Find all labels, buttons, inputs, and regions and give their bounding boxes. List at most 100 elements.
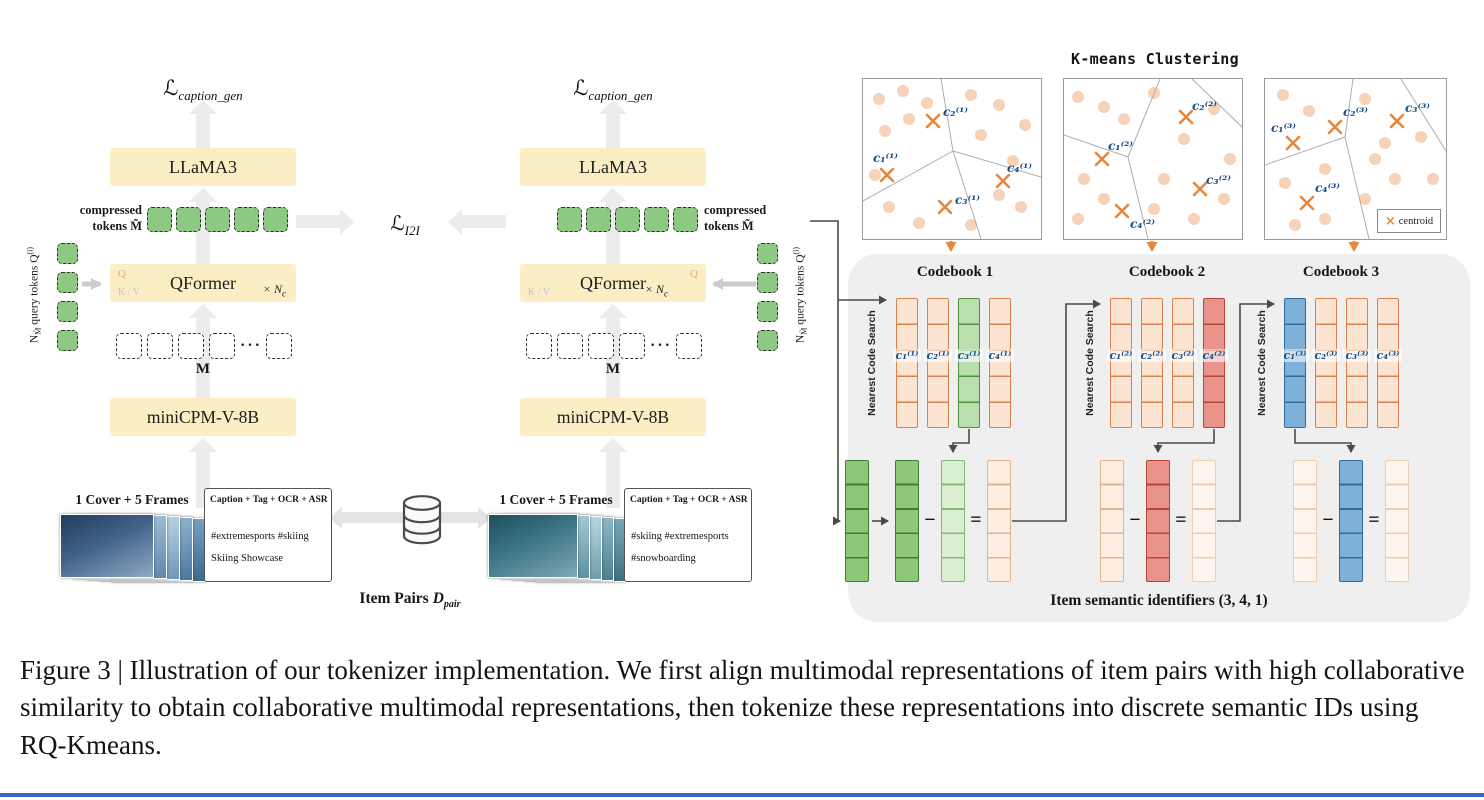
equals-operator: = [1368,508,1380,531]
code-label: c₁⁽²⁾ [1107,349,1135,362]
centroid-label: c₁⁽³⁾ [1271,121,1296,135]
query-n: N [28,334,41,344]
codebook-title-3: Codebook 3 [1302,264,1380,280]
qformer-box-a: Q K / V × Nc QFormer [110,264,296,302]
query-token [757,330,778,351]
equals-operator: = [1175,508,1187,531]
centroid-legend-label: centroid [1398,215,1434,227]
nc-base: × N [262,281,282,296]
stage2-vector [1100,460,1124,582]
centroid-label: c₁⁽²⁾ [1108,139,1133,153]
codebook2-code-3 [1172,298,1194,428]
llama-box-a: LLaMA3 [110,148,296,186]
item-textbox-a: Caption + Tag + OCR + ASR #extremesports… [204,488,332,582]
dataset-symbol: D [432,590,444,607]
loss-subscript: I2I [404,223,420,238]
nc-base: × N [644,281,664,296]
q-label: Q [690,268,698,280]
nearest-code-search-label: Nearest Code Search [1084,310,1096,416]
cluster-points [869,85,1031,231]
flow-arrow-llama-to-loss-b [599,100,627,148]
dashed-token [147,333,173,359]
flow-arrow-llama-to-loss-a [189,100,217,148]
codebook-title-1: Codebook 1 [916,264,994,280]
compressed-token [147,207,172,232]
stage3-residual-vector [1385,460,1409,582]
llama-label: LLaMA3 [579,156,647,177]
query-n-sub: M̃ [799,327,809,335]
query-n-sub: M̃ [33,327,43,335]
codebook3-code-3 [1346,298,1368,428]
compressed-token [673,207,698,232]
codebook3-code-1-selected [1284,298,1306,428]
codebook2-code-4-selected [1203,298,1225,428]
query-sup: (i) [791,246,801,255]
flow-arrow-media-to-encoder-b [599,438,627,508]
query-q: Q [28,254,41,263]
bottom-rule [0,793,1484,797]
loss-subscript: caption_gen [588,88,653,104]
compressed-line1: compressed [704,203,767,217]
item-pairs-text: Item Pairs [359,590,429,607]
textbox-title: Caption + Tag + OCR + ASR [210,495,328,505]
stage1-selected-code-vector [941,460,965,582]
qformer-label: QFormer [580,272,646,293]
database-icon-svg [402,495,442,545]
codebook2-code-1 [1110,298,1132,428]
code-label: c₁⁽³⁾ [1281,349,1309,362]
query-tokens-label-b: NM̃ query tokens Q(i) [791,247,808,343]
centroid-marks [1285,113,1405,211]
nearest-code-search-label: Nearest Code Search [1256,310,1268,416]
dashed-token [588,333,614,359]
query-token [757,272,778,293]
cluster-boundaries [1063,78,1243,240]
video-frame-thumbnail [60,514,154,578]
i2i-arrow-left [296,208,354,235]
centroid-marks [1094,109,1208,219]
textbox-title: Caption + Tag + OCR + ASR [630,495,748,505]
dashed-token [178,333,204,359]
query-q: Q [794,254,807,263]
kv-label: K / V [528,287,551,298]
compressed-tokens-label-a: compressed tokens M̃ [50,202,142,235]
code-label: c₂⁽³⁾ [1312,349,1340,362]
kmeans-title: K-means Clustering [1071,50,1239,68]
encoder-label: miniCPM-V-8B [556,406,670,427]
loss-i2i: ℒI2I [358,211,452,239]
code-label: c₁⁽¹⁾ [893,349,921,362]
loss-symbol: ℒ [573,76,589,100]
centroid-label: c₂⁽²⁾ [1192,99,1217,113]
m-label-b: M [605,361,621,377]
centroid-marks [879,113,1011,215]
stage2-residual-vector [1192,460,1216,582]
nc-sub: c [282,288,286,298]
input-vector [845,460,869,582]
cluster-boundaries [1264,78,1447,240]
dashed-token [266,333,292,359]
cluster-points [1072,87,1236,225]
compressed-token [234,207,259,232]
stage2-selected-code-vector [1146,460,1170,582]
cluster-plot [1063,78,1243,240]
cluster-plot [1264,78,1447,240]
qformer-label: QFormer [170,272,236,293]
nc-multiplier: × Nc [263,282,286,298]
code-label: c₃⁽³⁾ [1343,349,1371,362]
dashed-token [526,333,552,359]
textbox-line: Skiing Showcase [211,553,284,564]
qformer-box-b: Q K / V × Nc QFormer [520,264,706,302]
codebook1-code-3-selected [958,298,980,428]
query-token [757,243,778,264]
centroid-label: c₂⁽¹⁾ [943,105,968,119]
item-textbox-b: Caption + Tag + OCR + ASR #skiing #extre… [624,488,752,582]
codebook3-code-4 [1377,298,1399,428]
loss-symbol: ℒ [163,76,179,100]
code-label: c₃⁽²⁾ [1169,349,1197,362]
equals-operator: = [970,508,982,531]
dataset-subscript: pair [443,599,461,611]
flow-arrow-encoder-to-qformer-b [599,304,627,398]
cover-frames-label-b: 1 Cover + 5 Frames [499,492,613,507]
nc-sub: c [664,288,668,298]
